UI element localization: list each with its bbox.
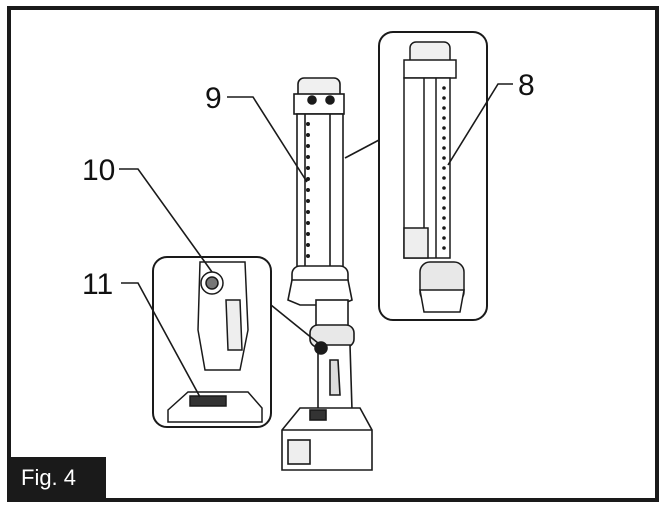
- callout-11: 11: [82, 268, 113, 301]
- main-rail-holes: [306, 122, 310, 258]
- callout-10: 10: [82, 154, 115, 187]
- figure-label: Fig. 4: [7, 457, 106, 498]
- zoom-inset-left: [152, 256, 319, 428]
- leader-lines: [119, 83, 513, 398]
- main-tool: [281, 77, 373, 471]
- zoom-inset-right: [344, 31, 488, 321]
- callout-8: 8: [518, 69, 535, 102]
- callout-9: 9: [205, 82, 222, 115]
